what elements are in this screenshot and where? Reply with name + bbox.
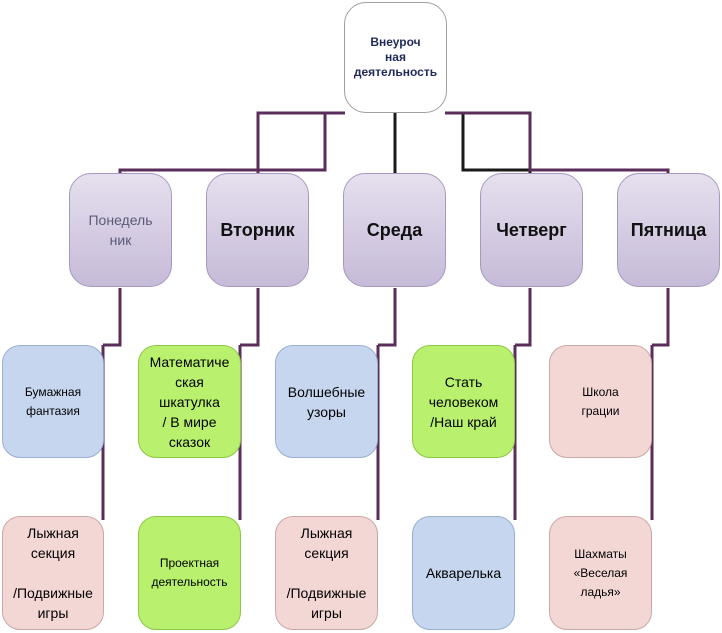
- activity-monday-2: Лыжная секция /Подвижные игры: [2, 516, 104, 630]
- day-wednesday: Среда: [343, 173, 446, 287]
- activity-monday-2-label: Лыжная секция /Подвижные игры: [13, 525, 93, 621]
- day-monday: Понедель ник: [69, 173, 172, 287]
- connector-root-mon: [118, 111, 345, 175]
- connector-root-tue: [256, 113, 327, 175]
- spine-fri: [652, 288, 670, 347]
- activity-monday-1-label: Бумажная фантазия: [24, 384, 82, 418]
- activity-thursday-2-label: Акварелька: [425, 565, 502, 581]
- day-tuesday: Вторник: [206, 173, 309, 287]
- spine-wed: [378, 288, 397, 347]
- spine-mon: [103, 288, 122, 347]
- activity-wednesday-1-label: Волшебные узоры: [287, 383, 366, 420]
- activity-tuesday-2-label: Проектная деятельность: [151, 556, 228, 589]
- spine-thu: [515, 288, 532, 347]
- activity-tuesday-1: Математиче ская шкатулка / В мире сказок: [138, 345, 241, 458]
- day-friday: Пятница: [617, 173, 720, 287]
- activity-wednesday-2-label: Лыжная секция /Подвижные игры: [286, 525, 367, 621]
- root-label: Внеуроч ная деятельность: [353, 35, 438, 79]
- day-wednesday-label: Среда: [366, 219, 423, 240]
- root-node: Внеуроч ная деятельность: [344, 2, 447, 113]
- activity-monday-1: Бумажная фантазия: [2, 345, 104, 458]
- day-thursday: Четверг: [480, 173, 583, 287]
- day-thursday-label: Четверг: [496, 219, 567, 240]
- activity-friday-2-label: Шахматы «Веселая ладья»: [573, 546, 628, 599]
- activity-thursday-1: Стать человеком /Наш край: [412, 345, 515, 458]
- activity-thursday-2: Акварелька: [412, 516, 515, 630]
- connector-root-thu: [461, 113, 532, 175]
- activity-tuesday-1-label: Математиче ская шкатулка / В мире сказок: [149, 353, 230, 450]
- connector-root-fri: [445, 111, 670, 175]
- spine-tue: [240, 288, 260, 347]
- activity-wednesday-1: Волшебные узоры: [275, 345, 378, 458]
- day-tuesday-label: Вторник: [220, 219, 295, 240]
- activity-friday-1-label: Школа грации: [581, 384, 620, 418]
- activity-thursday-1-label: Стать человеком /Наш край: [428, 373, 499, 430]
- activity-wednesday-2: Лыжная секция /Подвижные игры: [275, 516, 378, 630]
- day-friday-label: Пятница: [630, 219, 707, 240]
- day-monday-label: Понедель ник: [88, 212, 153, 248]
- activity-tuesday-2: Проектная деятельность: [138, 516, 241, 630]
- activity-friday-2: Шахматы «Веселая ладья»: [549, 516, 652, 630]
- activity-friday-1: Школа грации: [549, 345, 652, 458]
